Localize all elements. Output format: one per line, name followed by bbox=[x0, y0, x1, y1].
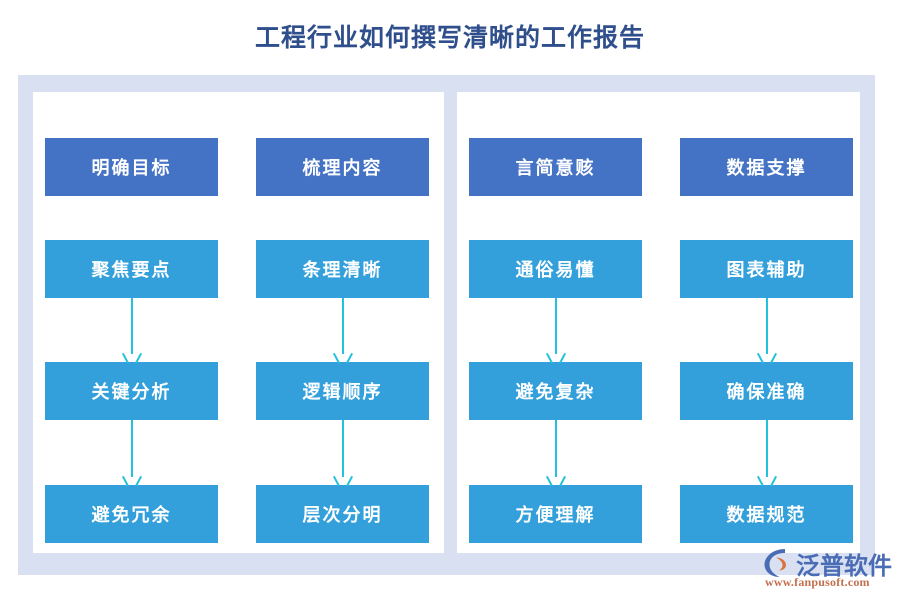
flow-box[interactable]: 避免复杂 bbox=[469, 362, 642, 420]
brand-logo: 泛普软件 www.fanpusoft.com bbox=[763, 548, 893, 592]
flow-box[interactable]: 方便理解 bbox=[469, 485, 642, 543]
section-divider bbox=[444, 92, 457, 553]
flow-box[interactable]: 关键分析 bbox=[45, 362, 218, 420]
flow-box[interactable]: 数据规范 bbox=[680, 485, 853, 543]
flow-box[interactable]: 图表辅助 bbox=[680, 240, 853, 298]
flow-box[interactable]: 聚焦要点 bbox=[45, 240, 218, 298]
brand-logo-url: www.fanpusoft.com bbox=[765, 575, 870, 589]
flow-box[interactable]: 层次分明 bbox=[256, 485, 429, 543]
flow-box[interactable]: 避免冗余 bbox=[45, 485, 218, 543]
flow-box[interactable]: 条理清晰 bbox=[256, 240, 429, 298]
flow-box[interactable]: 逻辑顺序 bbox=[256, 362, 429, 420]
brand-logo-name: 泛普软件 bbox=[796, 553, 892, 580]
flow-box[interactable]: 数据支撑 bbox=[680, 138, 853, 196]
flow-box[interactable]: 明确目标 bbox=[45, 138, 218, 196]
flow-box[interactable]: 梳理内容 bbox=[256, 138, 429, 196]
flow-box[interactable]: 通俗易懂 bbox=[469, 240, 642, 298]
flow-box[interactable]: 确保准确 bbox=[680, 362, 853, 420]
page-title: 工程行业如何撰写清晰的工作报告 bbox=[254, 25, 645, 52]
fanpu-logo-icon bbox=[763, 548, 795, 578]
flow-box[interactable]: 言简意赅 bbox=[469, 138, 642, 196]
